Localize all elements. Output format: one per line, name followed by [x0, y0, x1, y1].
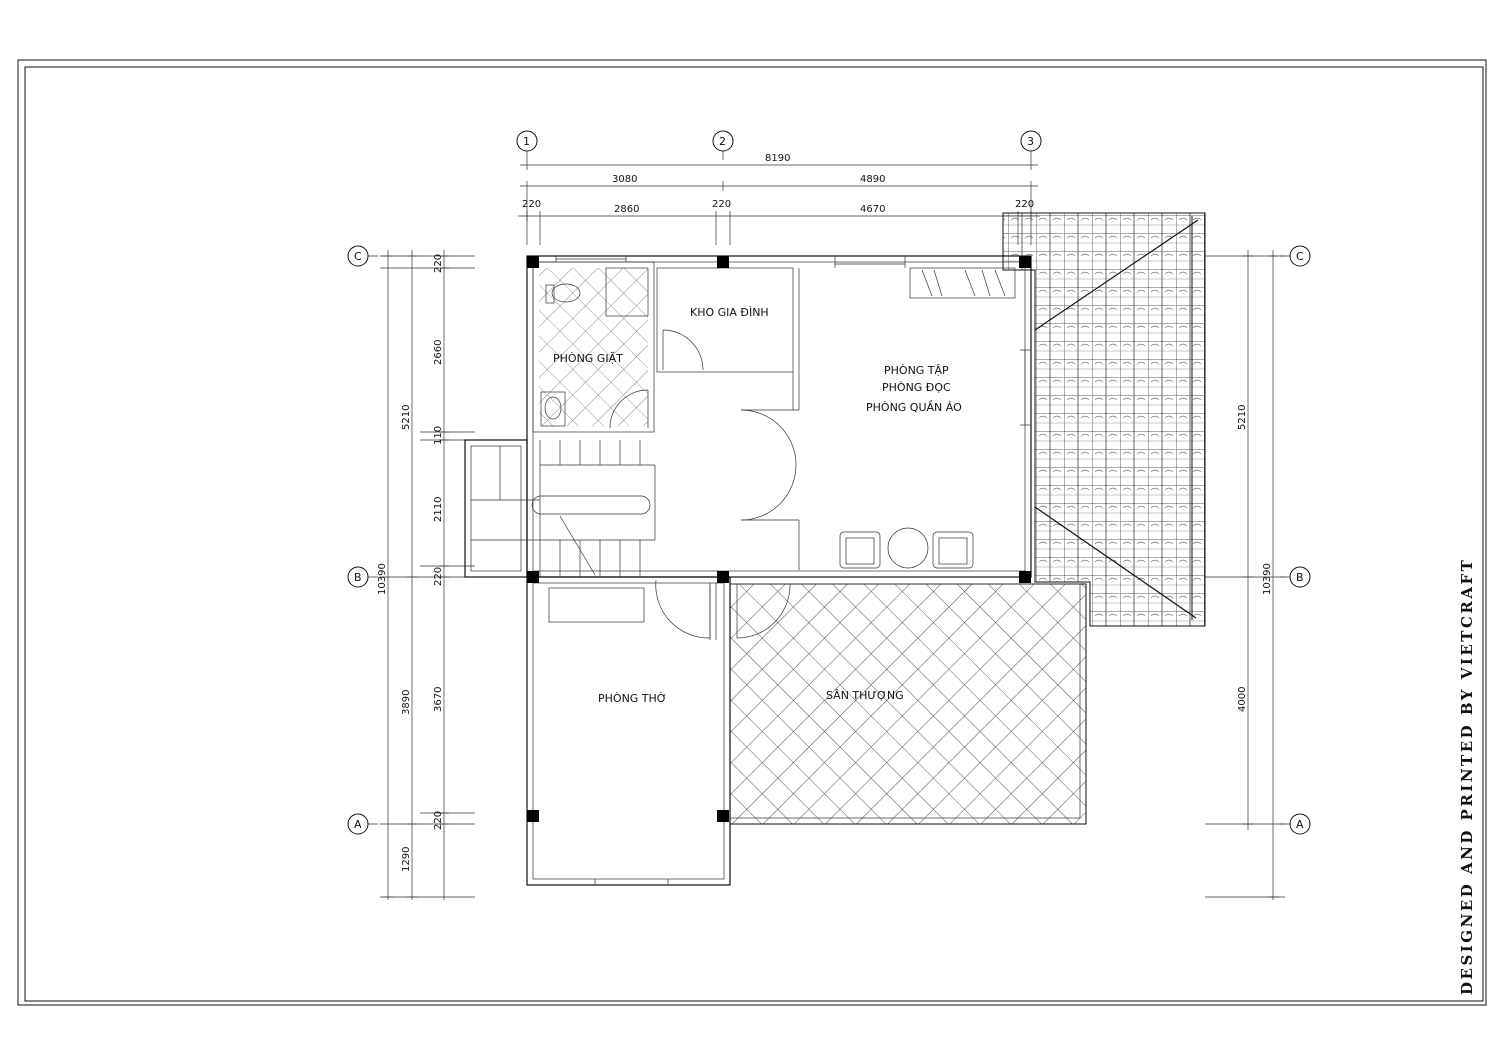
dim-left-room-b: 3670 — [433, 687, 444, 712]
grid-label-1: 1 — [523, 135, 530, 148]
dim-left-step: 110 — [433, 426, 444, 445]
dim-left-c-to-b: 5210 — [401, 405, 412, 430]
dim-top-wall-1: 220 — [522, 199, 541, 210]
dim-left-total: 10390 — [377, 563, 388, 595]
dim-top-bay-1: 3080 — [612, 174, 637, 185]
dim-right-total: 10390 — [1262, 563, 1273, 595]
room-label-gym: PHÒNG TẬP — [884, 364, 949, 377]
dim-top-clear-1: 2860 — [614, 204, 639, 215]
dim-right-b-to-a: 4000 — [1237, 687, 1248, 712]
room-label-reading: PHÒNG ĐỌC — [882, 381, 951, 394]
dim-top-clear-2: 4670 — [860, 204, 885, 215]
structural-columns — [527, 256, 1031, 822]
right-dimension-lines — [1205, 250, 1285, 900]
dim-left-overhang: 1290 — [401, 847, 412, 872]
dim-top-bay-2: 4890 — [860, 174, 885, 185]
room-label-laundry: PHÒNG GIẶT — [553, 352, 623, 365]
dim-left-b-to-a: 3890 — [401, 690, 412, 715]
dim-top-total: 8190 — [765, 153, 790, 164]
room-label-wardrobe: PHÒNG QUẦN ÁO — [866, 400, 962, 414]
inner-frame — [24, 66, 1484, 1002]
grid-label-c-right: C — [1296, 250, 1304, 263]
grid-label-b-right: B — [1296, 571, 1304, 584]
building-walls — [464, 255, 1032, 886]
grid-label-b-left: B — [354, 571, 362, 584]
dim-left-wall-c: 220 — [433, 254, 444, 273]
outer-frame — [17, 59, 1487, 1006]
grid-label-2: 2 — [719, 135, 726, 148]
left-dimension-lines — [380, 250, 475, 900]
designer-credit: DESIGNED AND PRINTED BY VIETCRAFT — [1458, 558, 1476, 995]
dim-right-c-to-b: 5210 — [1237, 405, 1248, 430]
top-dimension-lines — [518, 160, 1040, 245]
grid-label-a-right: A — [1296, 818, 1304, 831]
dim-top-wall-3: 220 — [1015, 199, 1034, 210]
terrace-area — [729, 583, 1087, 825]
room-label-storage: KHO GIA ĐÌNH — [690, 306, 769, 319]
dim-top-wall-2: 220 — [712, 199, 731, 210]
roof-area — [1002, 212, 1206, 627]
grid-bubbles: 1 2 3 C B A C B A — [347, 130, 1311, 835]
room-label-terrace: SÂN THƯỢNG — [826, 689, 904, 702]
dim-left-wall-b: 220 — [433, 567, 444, 586]
dim-left-wall-a: 220 — [433, 811, 444, 830]
dim-left-room-c: 2660 — [433, 340, 444, 365]
dim-left-stair: 2110 — [433, 497, 444, 522]
grid-label-3: 3 — [1027, 135, 1034, 148]
grid-label-c-left: C — [354, 250, 362, 263]
room-label-altar: PHÒNG THỜ — [598, 692, 667, 705]
grid-label-a-left: A — [354, 818, 362, 831]
